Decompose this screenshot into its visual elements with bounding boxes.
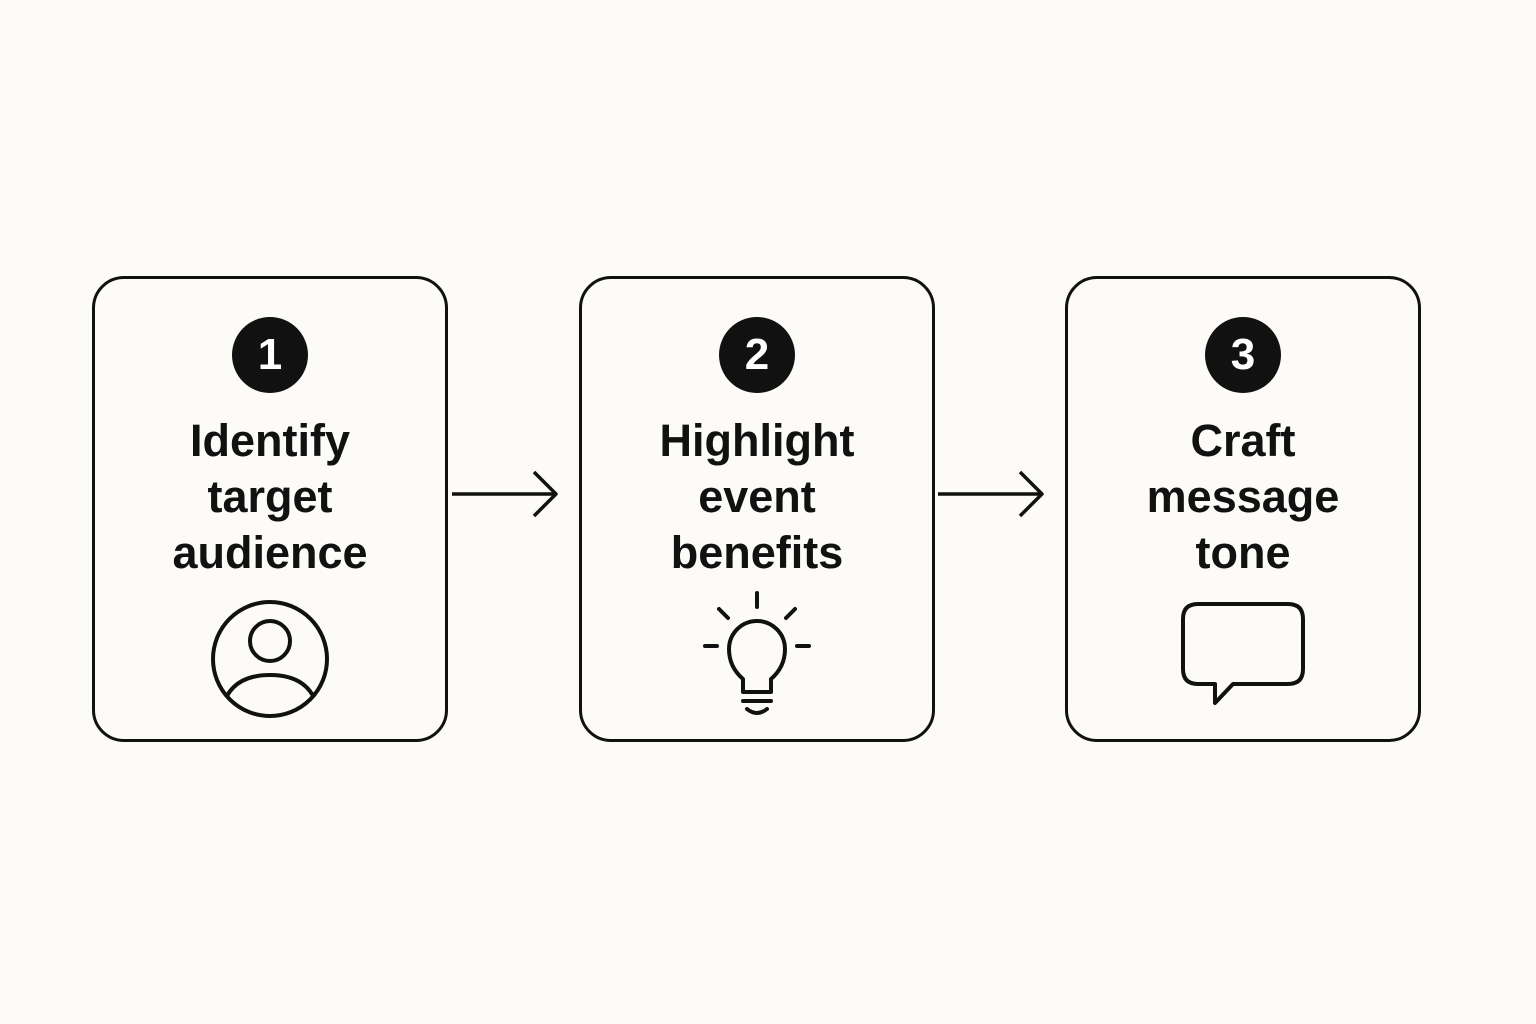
step-title-line: benefits bbox=[670, 527, 844, 578]
step-card-2: 2 Highlight event benefits bbox=[579, 276, 935, 742]
step-title: Craft message tone bbox=[1068, 413, 1418, 581]
lightbulb-icon bbox=[703, 591, 811, 715]
step-title-line: Identify bbox=[189, 415, 350, 466]
step-card-1: 1 Identify target audience bbox=[92, 276, 448, 742]
step-title-line: Highlight bbox=[659, 415, 855, 466]
arrow-right-icon bbox=[452, 470, 558, 518]
step-number-badge: 3 bbox=[1205, 317, 1281, 393]
step-title-line: event bbox=[698, 471, 816, 522]
step-title-line: Craft bbox=[1190, 415, 1296, 466]
step-card-3: 3 Craft message tone bbox=[1065, 276, 1421, 742]
step-title-line: tone bbox=[1195, 527, 1291, 578]
step-number-badge: 2 bbox=[719, 317, 795, 393]
step-title: Highlight event benefits bbox=[582, 413, 932, 581]
user-circle-icon bbox=[211, 600, 329, 718]
speech-bubble-icon bbox=[1181, 602, 1305, 705]
step-title: Identify target audience bbox=[95, 413, 445, 581]
step-title-line: target bbox=[207, 471, 333, 522]
step-title-line: audience bbox=[172, 527, 368, 578]
step-number-badge: 1 bbox=[232, 317, 308, 393]
arrow-right-icon bbox=[938, 470, 1044, 518]
step-title-line: message bbox=[1146, 471, 1340, 522]
